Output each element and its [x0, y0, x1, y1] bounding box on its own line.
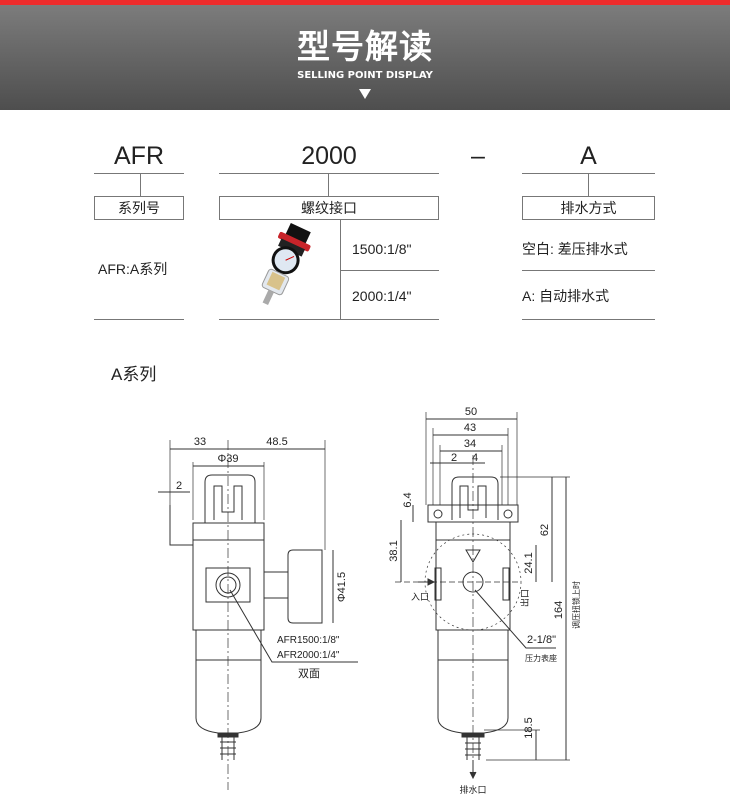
dim-label: 62 — [539, 524, 551, 536]
port-note: 双面 — [298, 667, 320, 680]
drain-label: 排水方式 — [522, 196, 655, 220]
product-photo — [261, 223, 311, 306]
dim-label: 38.1 — [388, 540, 400, 561]
connector-line — [328, 173, 329, 196]
dim-label: Φ39 — [217, 453, 238, 465]
drain-port-label: 排水口 — [459, 784, 486, 795]
connector-line — [140, 173, 141, 196]
divider — [219, 319, 439, 320]
section-title: A系列 — [111, 365, 157, 384]
dim-label: 164 — [553, 601, 565, 619]
port-label: AFR2000:1/4" — [277, 650, 340, 661]
thread-option: 2000:1/4" — [352, 288, 412, 304]
accent-bar — [0, 0, 730, 5]
thread-option: 1500:1/8" — [352, 241, 412, 257]
dim-label: 50 — [465, 406, 477, 418]
front-view-drawing — [158, 440, 358, 790]
connector-line — [588, 173, 589, 196]
drain-option: 空白: 差压排水式 — [522, 241, 628, 257]
dim-label: 18.5 — [523, 717, 535, 738]
dim-label: Φ41.5 — [336, 572, 348, 602]
dim-label: 33 — [194, 436, 206, 448]
gauge-port-note: 压力表座 — [525, 653, 557, 663]
divider — [522, 319, 655, 320]
dim-label: 24.1 — [523, 552, 535, 573]
triangle-down-icon — [359, 89, 371, 99]
knob-note: 调压扭锁上时 — [571, 581, 581, 629]
dim-label: 43 — [464, 422, 476, 434]
divider — [94, 173, 184, 174]
series-value: AFR:A系列 — [98, 261, 168, 277]
dim-label: 34 — [464, 438, 476, 450]
dim-label: 2 — [451, 452, 457, 464]
gauge-port-label: 2-1/8" — [527, 634, 556, 646]
divider — [522, 270, 655, 271]
divider — [94, 319, 184, 320]
series-label: 系列号 — [94, 196, 184, 220]
thread-label: 螺纹接口 — [219, 196, 439, 220]
dim-label: 6.4 — [402, 492, 414, 507]
thread-code: 2000 — [301, 142, 357, 170]
divider — [219, 173, 439, 174]
outlet-label: 出口 — [519, 589, 530, 607]
inlet-label: 入口 — [411, 592, 429, 602]
drain-code: A — [580, 142, 597, 170]
connector-line — [340, 219, 341, 320]
dim-label: 2 — [176, 480, 182, 492]
dim-label: 4 — [472, 452, 478, 464]
port-label: AFR1500:1/8" — [277, 635, 340, 646]
drain-option: A: 自动排水式 — [522, 288, 610, 304]
code-separator: – — [471, 142, 485, 170]
dim-label: 48.5 — [266, 436, 287, 448]
series-code: AFR — [114, 142, 164, 170]
divider — [340, 270, 439, 271]
side-view-drawing — [395, 412, 570, 780]
page-subtitle: SELLING POINT DISPLAY — [297, 70, 433, 81]
page-title: 型号解读 — [297, 27, 433, 66]
